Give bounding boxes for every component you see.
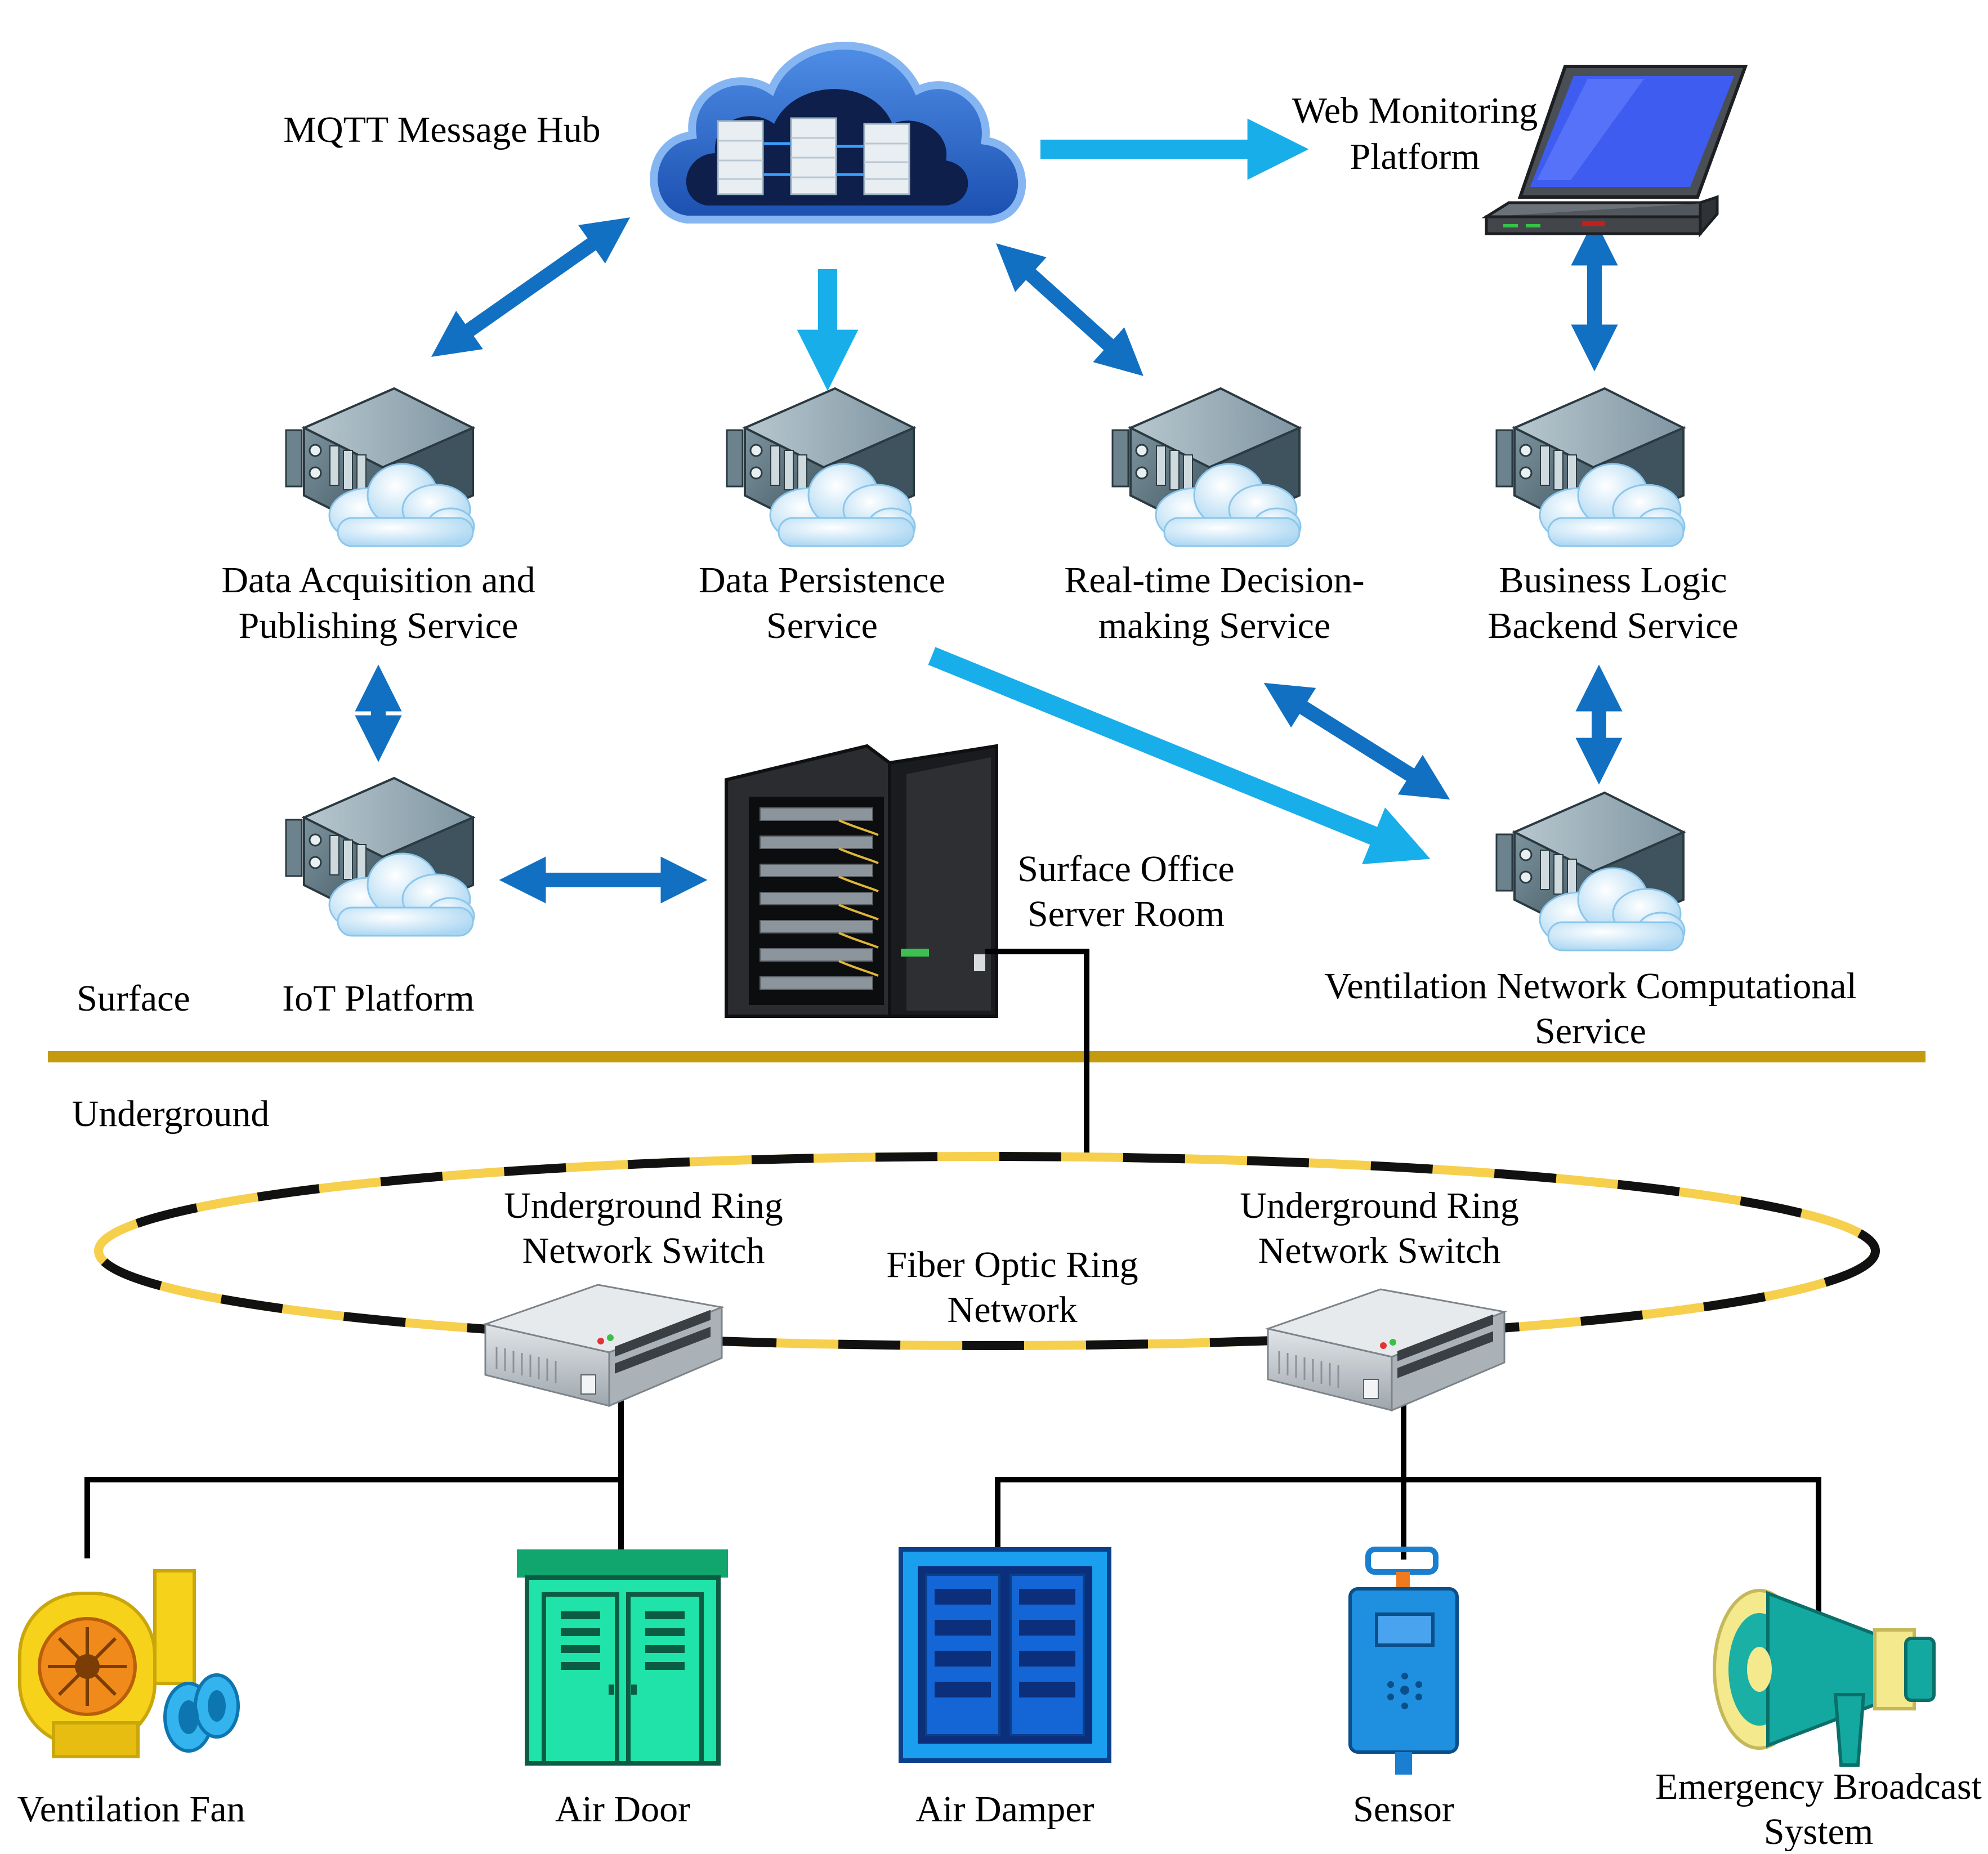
air-damper-icon [899,1547,1111,1763]
server-room-label-line1: Surface Office [1017,848,1234,890]
left-switch-label-line1: Underground Ring [504,1185,783,1226]
arrows [355,118,1623,904]
arrow-decision-to-ventnet [1263,682,1450,800]
arrow-persistence-to-ventnet [928,647,1431,864]
iot-server-icon [285,777,475,937]
right-switch-label-line2: Network Switch [1258,1230,1501,1271]
acquisition-label-line2: Publishing Service [239,605,519,646]
sensor-icon [1348,1547,1459,1775]
fiber-label-line2: Network [948,1289,1078,1330]
iot-label: IoT Platform [282,978,475,1019]
underground-label: Underground [72,1093,270,1134]
wire-right-bus [995,1477,1821,1627]
ventnet-server-icon [1495,792,1686,951]
laptop-icon [1481,65,1748,238]
persistence-label-line1: Data Persistence [699,560,945,601]
air-door-icon [517,1549,728,1766]
surface-label: Surface [77,978,190,1019]
wire-serverroom-to-ring [985,949,1089,1157]
business-server-icon [1495,387,1686,547]
fiber-label-line1: Fiber Optic Ring [886,1244,1138,1285]
right-switch-label-line1: Underground Ring [1240,1185,1519,1226]
mqtt-hub-label: MQTT Message Hub [283,109,600,150]
left-switch-label-line2: Network Switch [522,1230,765,1271]
fan-label: Ventilation Fan [17,1789,245,1830]
right-switch-icon [1267,1288,1505,1411]
megaphone-icon [1713,1589,1936,1767]
arrow-hub-to-decision [996,243,1143,376]
left-switch-icon [484,1284,723,1407]
decision-server-icon [1111,387,1302,547]
business-label-line1: Business Logic [1499,560,1727,601]
server-rack-icon [725,744,998,1018]
web-platform-label-line1: Web Monitoring [1292,90,1538,131]
broadcast-label-line1: Emergency Broadcast [1655,1766,1982,1807]
sensor-label: Sensor [1353,1789,1454,1830]
decision-label-line2: making Service [1098,605,1330,646]
mqtt-hub-cloud-icon [650,42,1026,224]
arrow-hub-to-acquisition [431,217,631,357]
decision-label-line1: Real-time Decision- [1064,560,1364,601]
persistence-server-icon [726,387,916,547]
acquisition-label-line1: Data Acquisition and [221,560,535,601]
acquisition-server-icon [285,387,475,547]
labels: MQTT Message Hub Web Monitoring Platform… [17,90,1982,1852]
server-room-label-line2: Server Room [1027,894,1225,935]
ventnet-label-line2: Service [1535,1011,1646,1052]
ventnet-label-line1: Ventilation Network Computational [1324,966,1857,1007]
wires [84,949,1821,1627]
persistence-label-line2: Service [766,605,878,646]
broadcast-label-line2: System [1764,1811,1873,1851]
wire-left-bus [84,1477,621,1558]
web-platform-label-line2: Platform [1350,136,1480,177]
damper-label: Air Damper [915,1789,1094,1830]
ventilation-fan-icon [18,1569,240,1758]
fiber-ring-dashes [94,1152,1880,1350]
business-label-line2: Backend Service [1487,605,1738,646]
door-label: Air Door [555,1789,690,1830]
